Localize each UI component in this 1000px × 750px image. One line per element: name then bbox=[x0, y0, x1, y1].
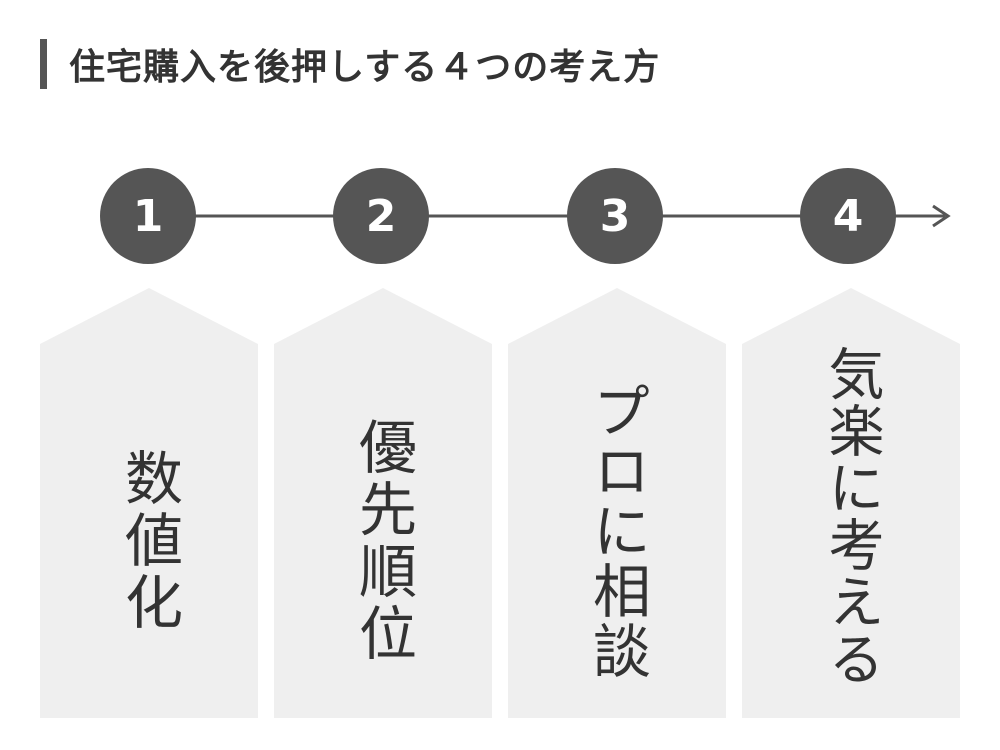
step-number-4: 4 bbox=[800, 168, 896, 264]
step-label-4: 気楽に考える bbox=[819, 345, 884, 687]
step-label-3: プロに相談 bbox=[583, 381, 651, 681]
card-shape bbox=[40, 288, 258, 718]
step-label-2: 優先順位 bbox=[349, 417, 417, 665]
header: 住宅購入を後押しする４つの考え方 bbox=[40, 38, 660, 90]
card-shape bbox=[274, 288, 492, 718]
title-accent-bar bbox=[40, 39, 47, 89]
step-card-2: 優先順位 bbox=[274, 286, 492, 718]
step-card-1: 数値化 bbox=[40, 286, 258, 718]
card-shape bbox=[742, 288, 960, 718]
step-card-4: 気楽に考える bbox=[742, 286, 960, 718]
timeline-arrow-icon bbox=[932, 204, 951, 228]
step-number-2: 2 bbox=[333, 168, 429, 264]
page-title: 住宅購入を後押しする４つの考え方 bbox=[69, 47, 661, 88]
step-label-1: 数値化 bbox=[115, 448, 183, 634]
step-number-3: 3 bbox=[567, 168, 663, 264]
step-card-3: プロに相談 bbox=[508, 286, 726, 718]
card-shape bbox=[508, 288, 726, 718]
step-number-1: 1 bbox=[100, 168, 196, 264]
